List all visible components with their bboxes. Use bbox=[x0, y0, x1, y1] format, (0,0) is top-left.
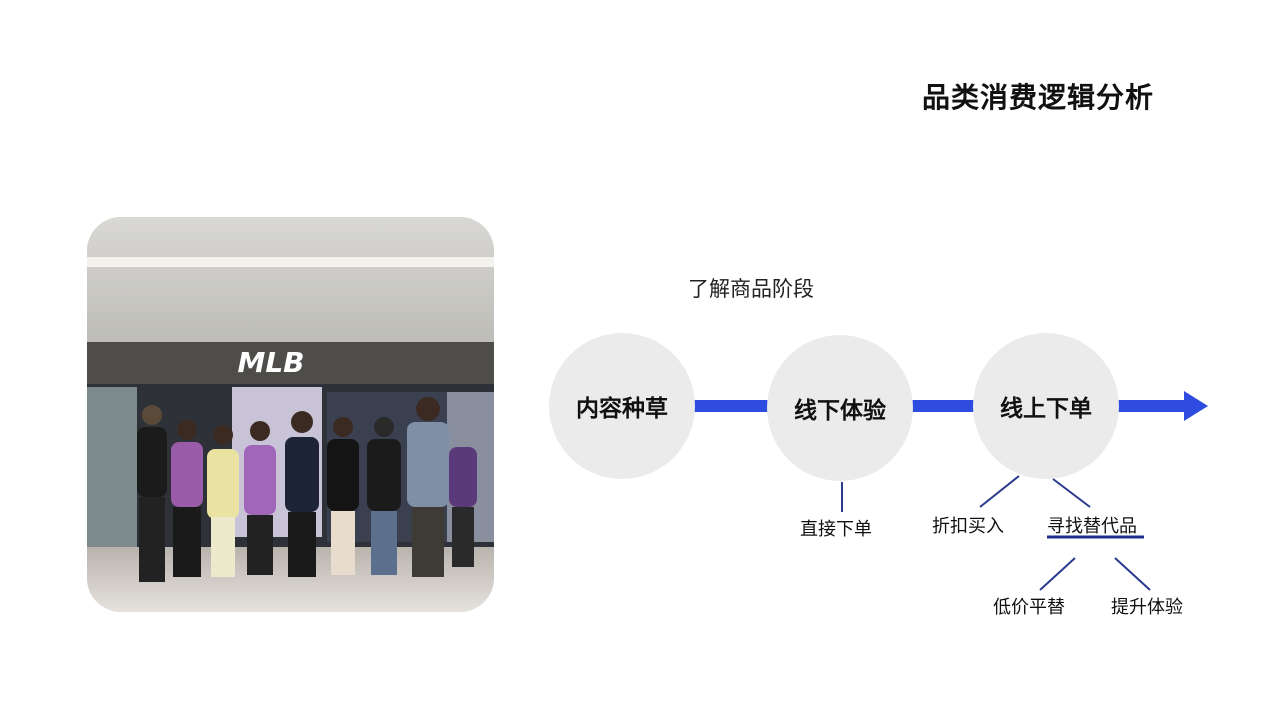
branch-better-experience: 提升体验 bbox=[1111, 597, 1183, 618]
step-online-order: 线上下单 bbox=[973, 333, 1119, 479]
branch-low-price-alt: 低价平替 bbox=[993, 597, 1065, 618]
people-group bbox=[137, 397, 477, 582]
step-offline-experience: 线下体验 bbox=[767, 335, 913, 481]
branch-direct-order: 直接下单 bbox=[800, 519, 872, 540]
flow-arrow-head bbox=[1184, 391, 1208, 421]
flow-arrow-segment bbox=[1117, 400, 1187, 412]
store-group-photo: MLB bbox=[87, 217, 494, 612]
branch-find-substitute: 寻找替代品 bbox=[1047, 516, 1137, 537]
page-title: 品类消费逻辑分析 bbox=[922, 81, 1155, 114]
step-label: 线下体验 bbox=[794, 398, 886, 424]
storefront-sign: MLB bbox=[237, 346, 304, 379]
group-photo-image: MLB bbox=[87, 217, 494, 612]
stage-label: 了解商品阶段 bbox=[688, 277, 814, 301]
step-label: 内容种草 bbox=[576, 396, 668, 422]
step-content-seeding: 内容种草 bbox=[549, 333, 695, 479]
step-label: 线上下单 bbox=[1000, 396, 1092, 422]
flow-arrow-segment bbox=[692, 400, 772, 412]
flow-arrow-segment bbox=[909, 400, 977, 412]
branch-discount-buy: 折扣买入 bbox=[932, 516, 1004, 537]
